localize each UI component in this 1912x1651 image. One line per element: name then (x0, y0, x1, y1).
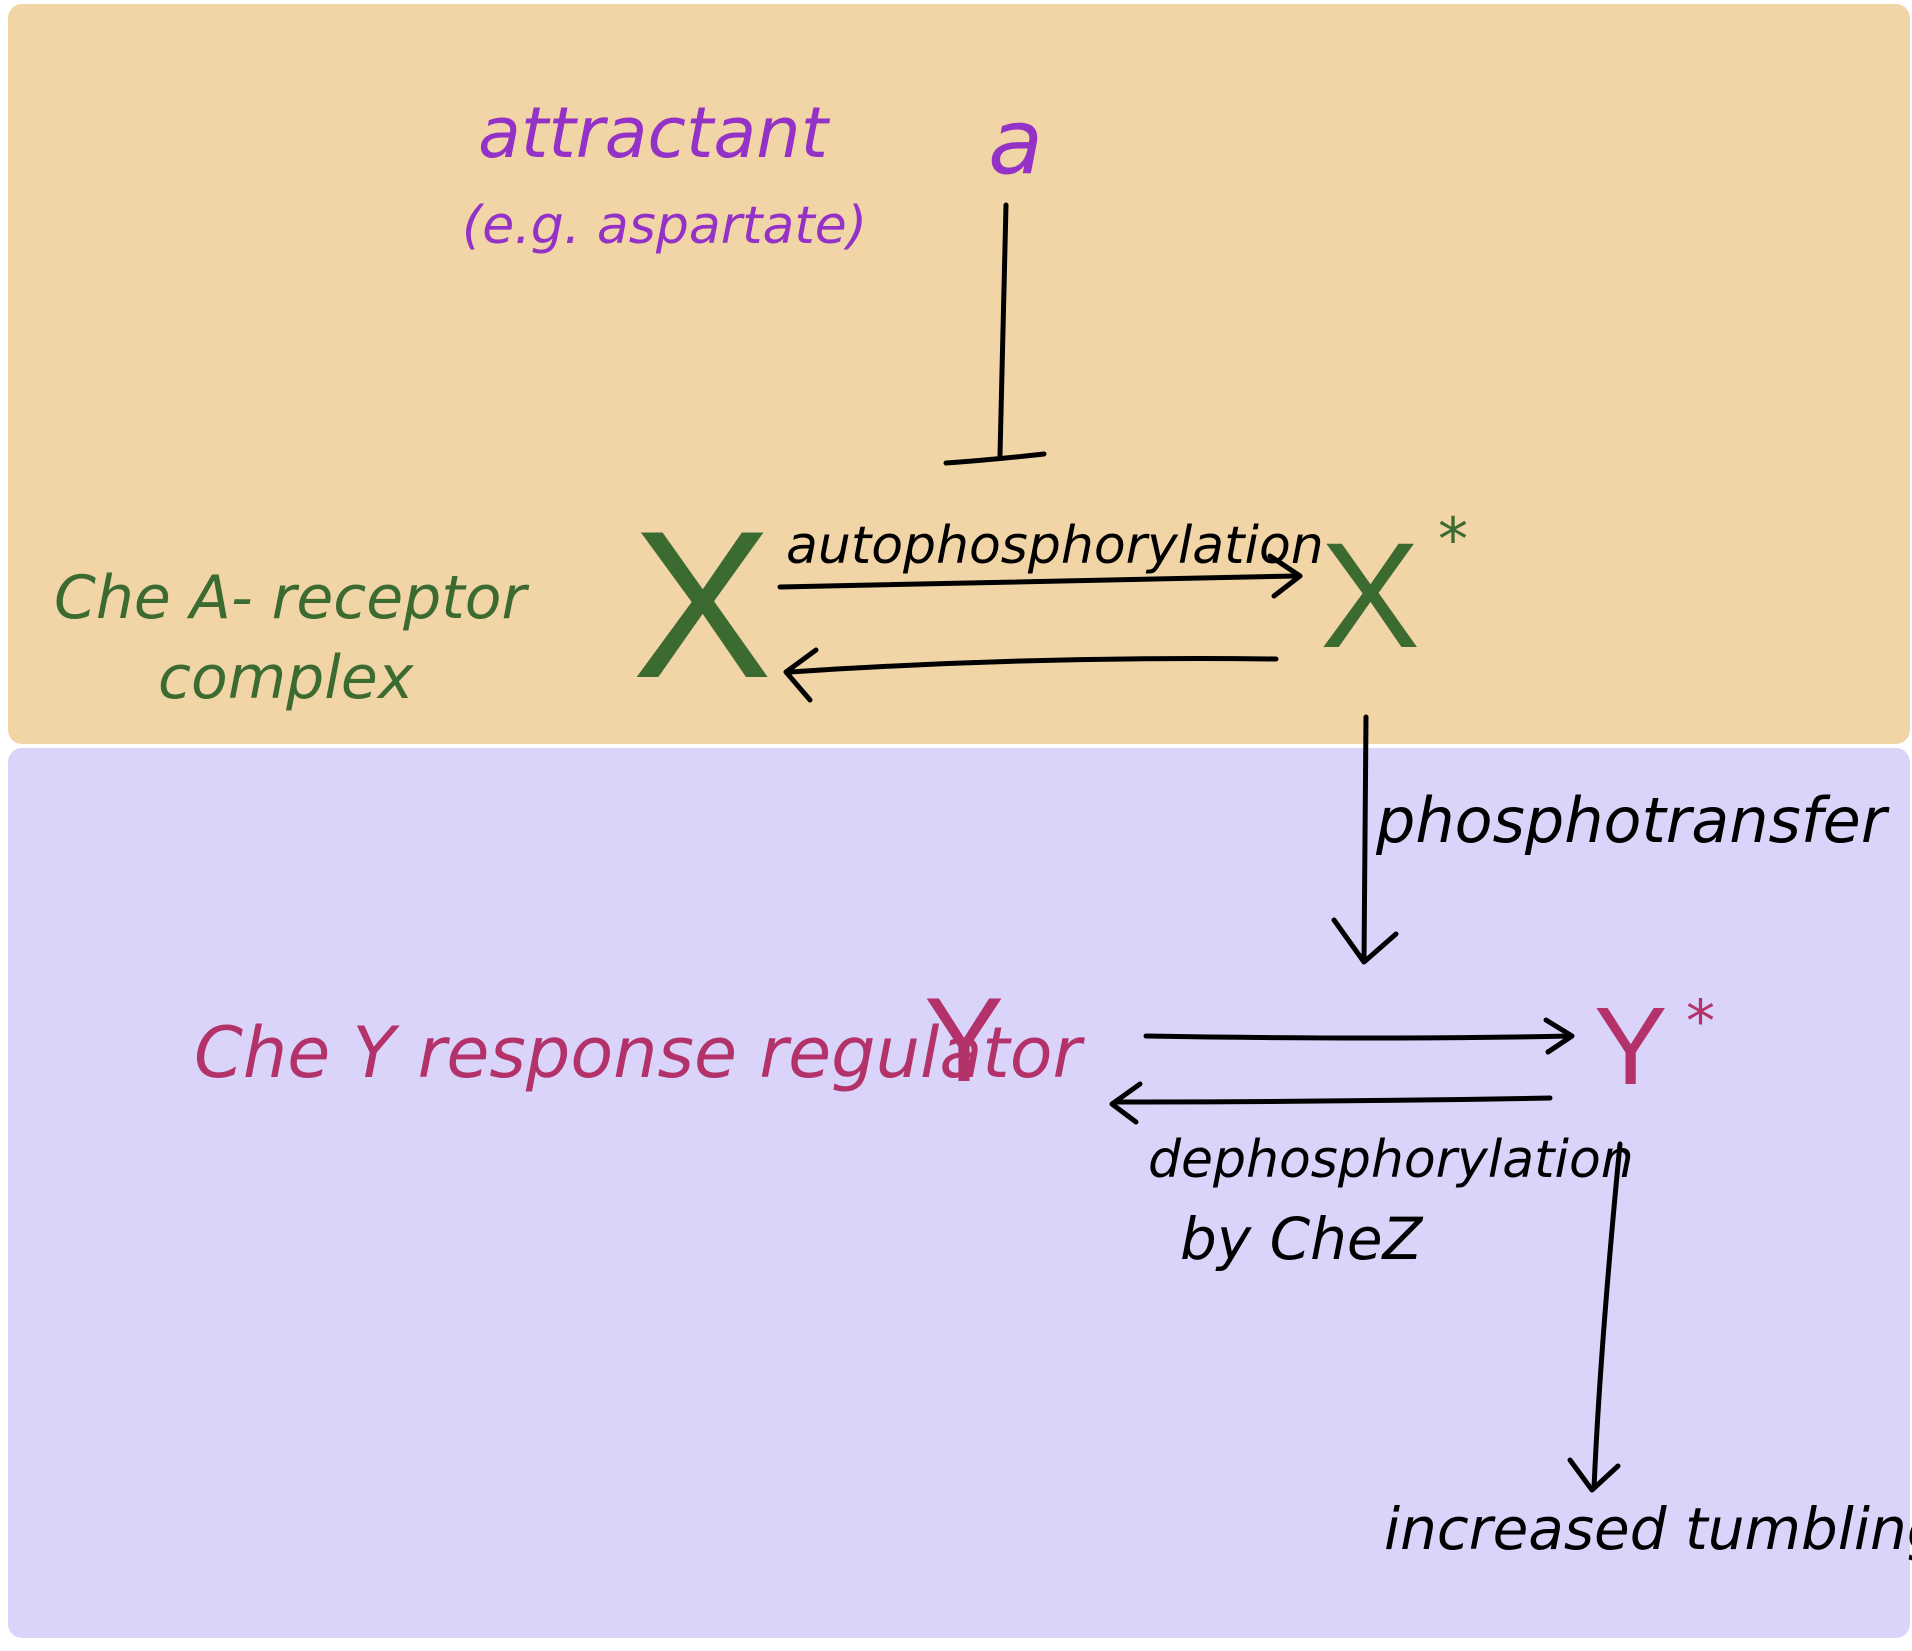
y-forward-arrow (1143, 1033, 1573, 1041)
chea-complex-label: complex (158, 643, 414, 713)
upper-region-panel (8, 4, 1910, 744)
y-star-symbol: Y (1594, 985, 1668, 1108)
increased-tumbling-label: increased tumbling (1384, 1495, 1912, 1563)
chey-response-regulator-label: Che Y response regulator (194, 1012, 1082, 1094)
y-star-asterisk: * (1686, 987, 1715, 1055)
phosphotransfer-arrowhead (1331, 917, 1399, 965)
attractant-example-label: (e.g. aspartate) (462, 196, 868, 256)
tumbling-arrow (1591, 1141, 1623, 1491)
autophosphorylation-arrow (777, 573, 1299, 590)
x-symbol: X (632, 487, 773, 722)
x-reverse-arrow (787, 656, 1279, 675)
y-reverse-arrow (1113, 1095, 1553, 1105)
dephosphorylation-label: dephosphorylation (1148, 1130, 1634, 1190)
y-symbol: Y (924, 973, 1005, 1107)
a-symbol: a (988, 90, 1044, 195)
x-star-symbol: X (1320, 511, 1421, 679)
by-chez-label: by CheZ (1180, 1205, 1423, 1273)
phosphotransfer-label: phosphotransfer (1376, 784, 1887, 857)
y-reverse-arrowhead (1109, 1081, 1143, 1125)
autophosphorylation-label: autophosphorylation (786, 516, 1324, 576)
x-star-asterisk: * (1438, 505, 1468, 575)
x-reverse-arrowhead (783, 647, 819, 703)
chea-receptor-label: Che A- receptor (54, 563, 527, 633)
attractant-label: attractant (478, 92, 829, 174)
inhibition-bar (943, 451, 1047, 466)
inhibition-line (997, 202, 1009, 458)
y-forward-arrowhead (1543, 1017, 1575, 1055)
phosphotransfer-arrow (1361, 714, 1369, 963)
autophosphorylation-arrowhead (1267, 553, 1303, 599)
tumbling-arrowhead (1567, 1457, 1621, 1493)
